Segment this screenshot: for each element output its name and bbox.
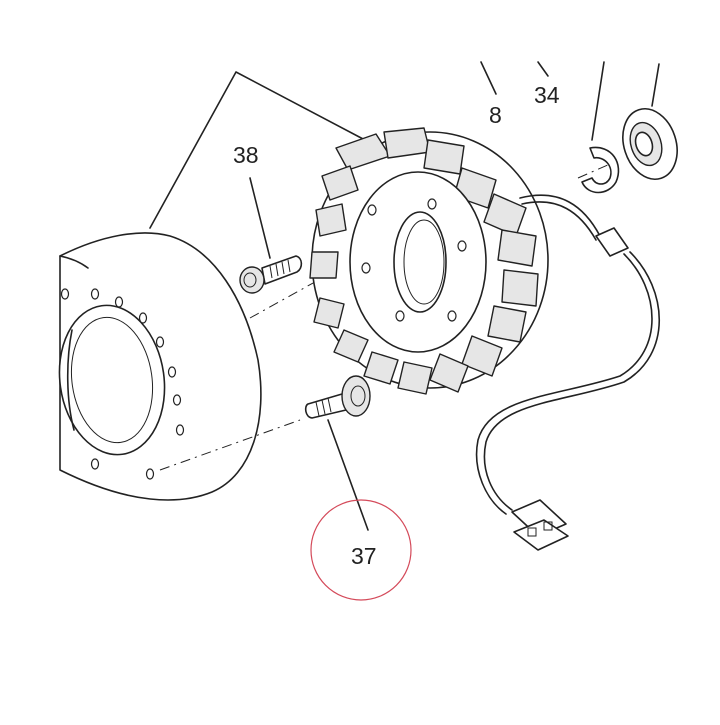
wiring-harness <box>475 194 661 551</box>
part-label-34: 34 <box>534 82 560 108</box>
part-label-37: 37 <box>351 543 377 569</box>
circlip-34 <box>581 146 620 194</box>
bolt-38 <box>239 255 303 294</box>
bolt-37 <box>304 375 371 419</box>
highlight-circle <box>310 499 412 601</box>
mounting-holes <box>60 288 185 480</box>
connector-plug <box>511 499 569 551</box>
bearing-8 <box>622 108 678 180</box>
stator <box>309 127 549 395</box>
stator-bolt-holes <box>361 198 467 322</box>
leader-lines <box>149 61 660 531</box>
rotor-housing <box>58 232 262 501</box>
part-label-38: 38 <box>233 142 259 168</box>
part-label-8: 8 <box>489 102 502 128</box>
stator-poles <box>309 127 539 395</box>
